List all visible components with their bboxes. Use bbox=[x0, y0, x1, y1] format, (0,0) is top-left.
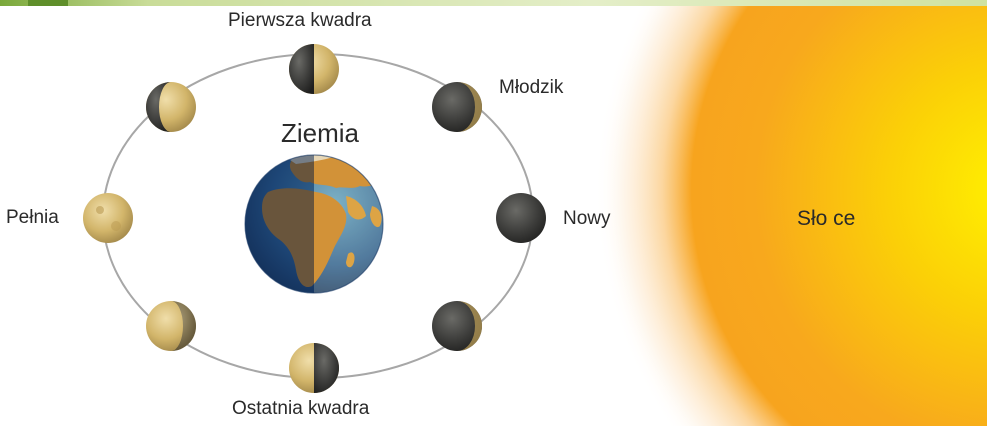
moon-gibbous-bottom-icon bbox=[146, 301, 196, 351]
banner-accent bbox=[28, 0, 68, 6]
sun-icon bbox=[560, 6, 987, 426]
moon-first-quarter-icon bbox=[289, 44, 339, 94]
globe-icon bbox=[244, 154, 384, 294]
label-new-moon: Nowy bbox=[563, 208, 611, 229]
moon-young-crescent-icon bbox=[432, 82, 482, 132]
label-young-moon: Młodzik bbox=[499, 77, 564, 98]
label-last-quarter: Ostatnia kwadra bbox=[232, 398, 370, 419]
moon-last-quarter-icon bbox=[289, 343, 339, 393]
moon-old-crescent-icon bbox=[432, 301, 482, 351]
label-first-quarter: Pierwsza kwadra bbox=[228, 10, 372, 31]
moon-full-icon bbox=[83, 193, 133, 243]
moon-gibbous-top-icon bbox=[146, 82, 196, 132]
label-full-moon: Pełnia bbox=[6, 207, 59, 228]
label-sun: Sło ce bbox=[797, 207, 856, 230]
top-banner bbox=[0, 0, 987, 6]
label-earth: Ziemia bbox=[281, 118, 360, 148]
moon-new-icon bbox=[496, 193, 546, 243]
